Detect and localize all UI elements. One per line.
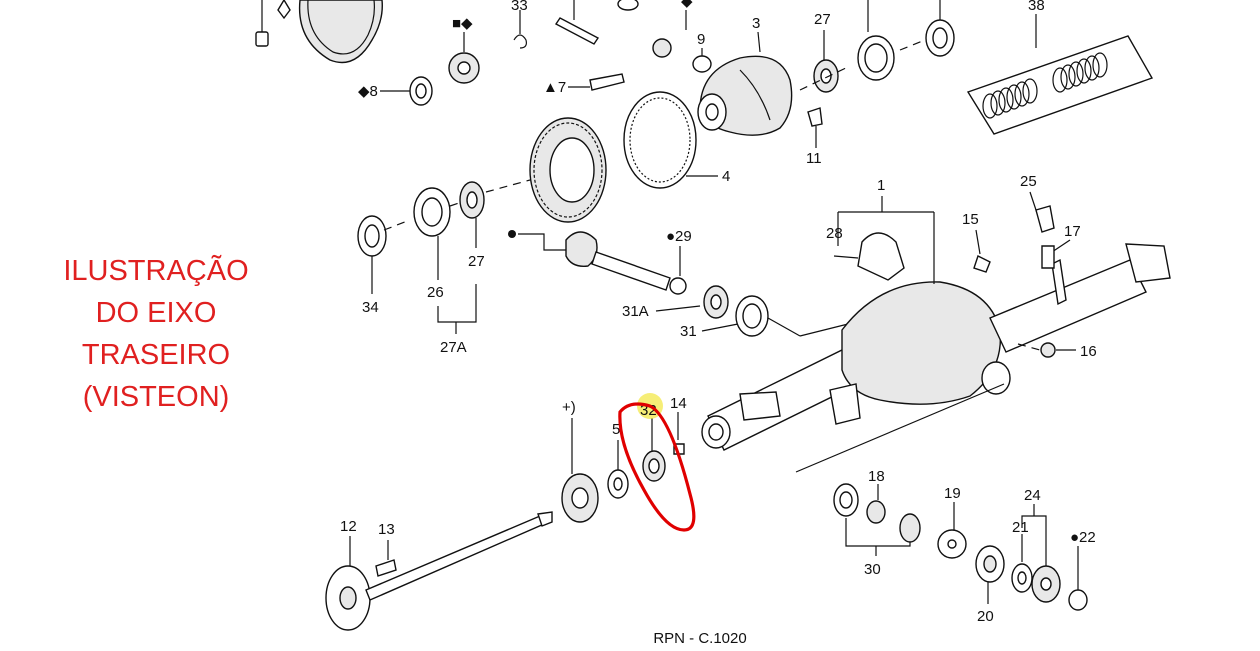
bullet-pinion	[508, 230, 516, 238]
callout-21: 21	[1012, 519, 1029, 536]
part-16	[1040, 342, 1056, 358]
part-26-bearing-cup	[413, 187, 451, 237]
part-30-bearing-cup	[833, 483, 859, 517]
part-31-cup	[735, 295, 769, 337]
part-27-top	[813, 59, 839, 93]
caption-line-1: ILUSTRAÇÃO	[63, 255, 249, 287]
callout-1: 1	[877, 177, 885, 194]
part-22-nut	[1068, 589, 1088, 611]
callout-31: 31	[680, 323, 697, 340]
callout-27A: 27A	[440, 339, 467, 356]
part-24-yoke	[1031, 565, 1061, 603]
part-1-axle-housing	[701, 243, 1171, 451]
part-pin	[554, 0, 600, 45]
callout-8: ◆8	[358, 83, 378, 100]
callout-29: ●29	[666, 228, 692, 245]
callout-24: 24	[1024, 487, 1041, 504]
part-3-differential-case	[697, 55, 793, 136]
part-9	[692, 55, 712, 73]
callout-27b: 27	[468, 253, 485, 270]
callout-20: 20	[977, 608, 994, 625]
callout-30: 30	[864, 561, 881, 578]
callout-27a: 27	[814, 11, 831, 28]
part-side-gear	[448, 52, 480, 84]
part-27-bearing-cone	[459, 181, 485, 219]
callout-9: 9	[697, 31, 705, 48]
callout-28: 28	[826, 225, 843, 242]
part-29	[669, 277, 687, 295]
callout-34: 34	[362, 299, 379, 316]
highlight-ring	[618, 402, 696, 532]
callout-16: 16	[1080, 343, 1097, 360]
footer-reference: RPN - C.1020	[653, 630, 747, 647]
part-20-flange	[975, 545, 1005, 583]
callout-38: 38	[1028, 0, 1045, 14]
part-34-seal	[357, 215, 387, 257]
callout-15: 15	[962, 211, 979, 228]
part-4-ring-gear	[623, 91, 697, 189]
part-gear-30	[899, 513, 921, 543]
part-33	[513, 10, 527, 49]
callout-gear-symbols: ■◆	[452, 15, 473, 32]
part-drive-pinion	[565, 231, 671, 291]
part-7	[589, 73, 625, 91]
part-bearing-cup-top	[857, 35, 895, 81]
callout-31A: 31A	[622, 303, 649, 320]
part-top-seal	[925, 19, 955, 57]
part-retainer-plate	[561, 473, 599, 523]
callout-5: 5	[612, 421, 620, 438]
callout-22: ●22	[1070, 529, 1096, 546]
callout-9-symbol: ◆	[681, 0, 693, 10]
callout-17: 17	[1064, 223, 1081, 240]
part-17	[1041, 245, 1055, 269]
diagram-caption: ILUSTRAÇÃO DO EIXO TRASEIRO (VISTEON)	[40, 250, 272, 418]
part-21-seal	[1011, 563, 1033, 593]
caption-line-2: DO EIXO	[95, 297, 217, 329]
part-18-cone	[866, 500, 886, 524]
callout-18: 18	[868, 468, 885, 485]
part-19-washer	[937, 529, 967, 559]
caption-line-3: TRASEIRO	[81, 339, 231, 371]
callout-retainer: +)	[562, 399, 576, 416]
part-11	[807, 107, 823, 127]
part-5-washer	[607, 469, 629, 499]
callout-33: 33	[511, 0, 528, 14]
callout-3: 3	[752, 15, 760, 32]
part-top-washer	[617, 0, 639, 11]
part-32-bearing	[642, 450, 666, 482]
callout-13: 13	[378, 521, 395, 538]
part-38-kit	[966, 35, 1154, 135]
callout-12: 12	[340, 518, 357, 535]
part-13-stud	[375, 559, 397, 577]
caption-line-4: (VISTEON)	[82, 381, 230, 413]
callout-25: 25	[1020, 173, 1037, 190]
part-ring-bevel-gear	[529, 117, 607, 223]
part-31A-cone	[703, 285, 729, 319]
part-pinion-mate	[652, 38, 672, 58]
callout-4: 4	[722, 168, 730, 185]
part-28-cap	[857, 232, 905, 281]
callout-26: 26	[427, 284, 444, 301]
callout-14: 14	[670, 395, 687, 412]
part-15	[973, 255, 991, 273]
callout-7: ▲7	[543, 79, 566, 96]
callout-19: 19	[944, 485, 961, 502]
part-12-axle-shaft	[325, 511, 553, 631]
part-cover-group	[255, 0, 383, 64]
part-25	[1035, 205, 1055, 233]
callout-11: 11	[806, 150, 822, 167]
